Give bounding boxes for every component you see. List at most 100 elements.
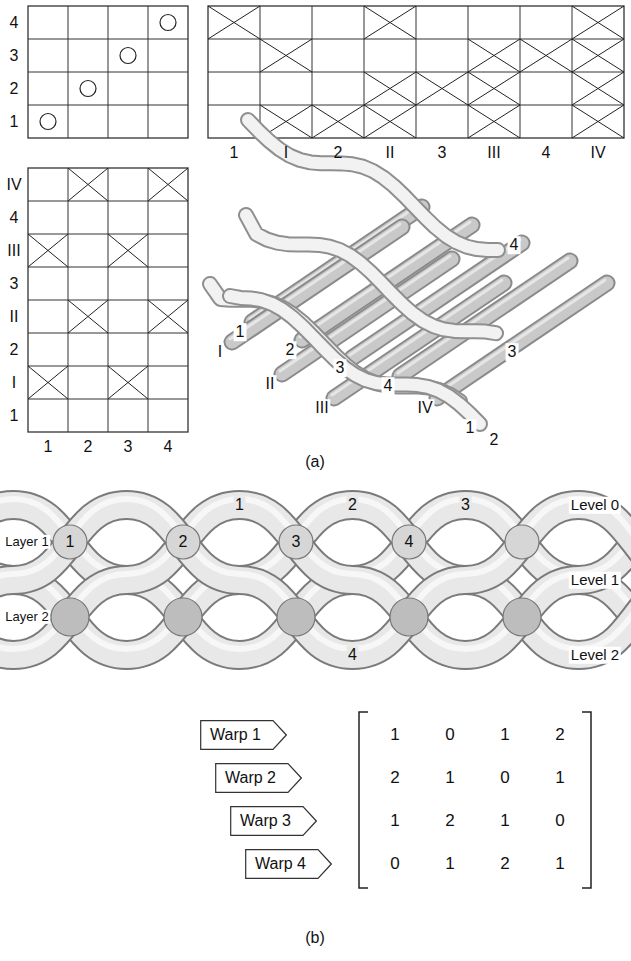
callout-number: I xyxy=(282,144,290,162)
matrix-bracket xyxy=(582,712,591,888)
callout-number: 1 xyxy=(388,812,401,831)
cross-mark xyxy=(68,168,108,201)
callout-number: 4 xyxy=(346,646,359,664)
tag-shape xyxy=(216,764,302,793)
callout-number: 1 xyxy=(498,812,511,831)
callout-number: 3 xyxy=(459,496,472,514)
callout-number: 4 xyxy=(403,533,416,551)
callout-number: 3 xyxy=(122,438,135,456)
callout-number: 1 xyxy=(388,726,401,745)
callout-number: III xyxy=(485,144,502,162)
cross-mark xyxy=(312,105,364,138)
callout-number: 2 xyxy=(488,431,501,449)
cross-mark xyxy=(28,234,68,267)
cross-mark xyxy=(208,6,260,39)
layer-2-weft xyxy=(277,598,315,636)
callout-number: (a) xyxy=(303,453,327,471)
callout-number: 1 xyxy=(498,726,511,745)
callout-number: 1 xyxy=(233,496,246,514)
callout-number: 4 xyxy=(8,14,21,32)
callout-number: IV xyxy=(4,176,23,194)
level-label: Level 2 xyxy=(569,647,621,664)
callout-number: 1 xyxy=(42,438,55,456)
tag-shape xyxy=(201,721,287,750)
callout-number: 1 xyxy=(553,769,566,788)
cross-mark xyxy=(572,105,624,138)
callout-number: 2 xyxy=(553,726,566,745)
callout-number: III xyxy=(313,399,330,417)
callout-number: 2 xyxy=(284,341,297,359)
binder-yarn xyxy=(248,120,498,250)
grid-frame xyxy=(28,6,188,138)
callout-number: 2 xyxy=(388,769,401,788)
cross-mark xyxy=(108,366,148,399)
circle-mark xyxy=(160,15,176,31)
cross-mark xyxy=(572,72,624,105)
cross-mark xyxy=(416,72,468,105)
callout-number: 2 xyxy=(177,533,190,551)
callout-number: 1 xyxy=(228,144,241,162)
cross-mark xyxy=(468,39,520,72)
callout-number: 3 xyxy=(334,359,347,377)
weft-rod xyxy=(437,283,607,398)
weft-rod xyxy=(437,283,607,398)
warp-name: Warp 3 xyxy=(230,806,291,836)
layer-2-weft xyxy=(164,598,202,636)
cross-mark xyxy=(572,39,624,72)
callout-number: II xyxy=(8,308,21,326)
cross-mark xyxy=(148,300,188,333)
warp-name: Warp 2 xyxy=(215,763,276,793)
warp-tag: Warp 3 xyxy=(230,806,317,836)
callout-number: II xyxy=(264,375,277,393)
callout-number: 1 xyxy=(234,323,247,341)
grid-line xyxy=(28,72,188,73)
callout-number: 2 xyxy=(498,855,511,874)
callout-number: 2 xyxy=(8,80,21,98)
binder-yarn xyxy=(248,120,498,250)
layer-1-weft xyxy=(166,525,200,559)
circle-mark xyxy=(40,114,56,130)
callout-number: 1 xyxy=(64,533,77,551)
layer-1-weft xyxy=(53,525,87,559)
callout-number: 1 xyxy=(443,769,456,788)
callout-number: II xyxy=(384,144,397,162)
tag-shape xyxy=(246,850,332,879)
callout-number: 3 xyxy=(8,47,21,65)
circle-mark xyxy=(120,48,136,64)
callout-number: 3 xyxy=(290,533,303,551)
matrix-bracket xyxy=(359,712,368,888)
callout-number: 4 xyxy=(382,377,395,395)
callout-number: IV xyxy=(415,399,434,417)
cross-mark xyxy=(520,39,572,72)
layer-1-weft xyxy=(279,525,313,559)
callout-number: 0 xyxy=(388,855,401,874)
layer-label: Layer 2 xyxy=(3,610,50,624)
callout-number: 2 xyxy=(346,496,359,514)
cross-mark xyxy=(364,6,416,39)
cross-mark xyxy=(148,168,188,201)
callout-number: 1 xyxy=(443,855,456,874)
cross-mark xyxy=(364,72,416,105)
callout-number: I xyxy=(10,374,18,392)
callout-number: 1 xyxy=(553,855,566,874)
warp-tag: Warp 4 xyxy=(245,849,332,879)
callout-number: 4 xyxy=(540,144,553,162)
callout-number: 2 xyxy=(332,144,345,162)
cross-mark xyxy=(108,234,148,267)
layer-2-weft xyxy=(390,598,428,636)
callout-number: 0 xyxy=(498,769,511,788)
callout-number: 1 xyxy=(8,407,21,425)
warp-name: Warp 4 xyxy=(245,849,306,879)
layer-2-weft xyxy=(51,598,89,636)
grid-frame xyxy=(208,6,624,138)
cross-mark xyxy=(364,105,416,138)
cross-mark xyxy=(68,300,108,333)
cross-mark xyxy=(468,72,520,105)
binder-yarn xyxy=(230,296,480,424)
warp-tag: Warp 2 xyxy=(215,763,302,793)
cross-mark xyxy=(572,6,624,39)
layer-2-weft xyxy=(503,598,541,636)
binder-yarn xyxy=(230,296,480,424)
